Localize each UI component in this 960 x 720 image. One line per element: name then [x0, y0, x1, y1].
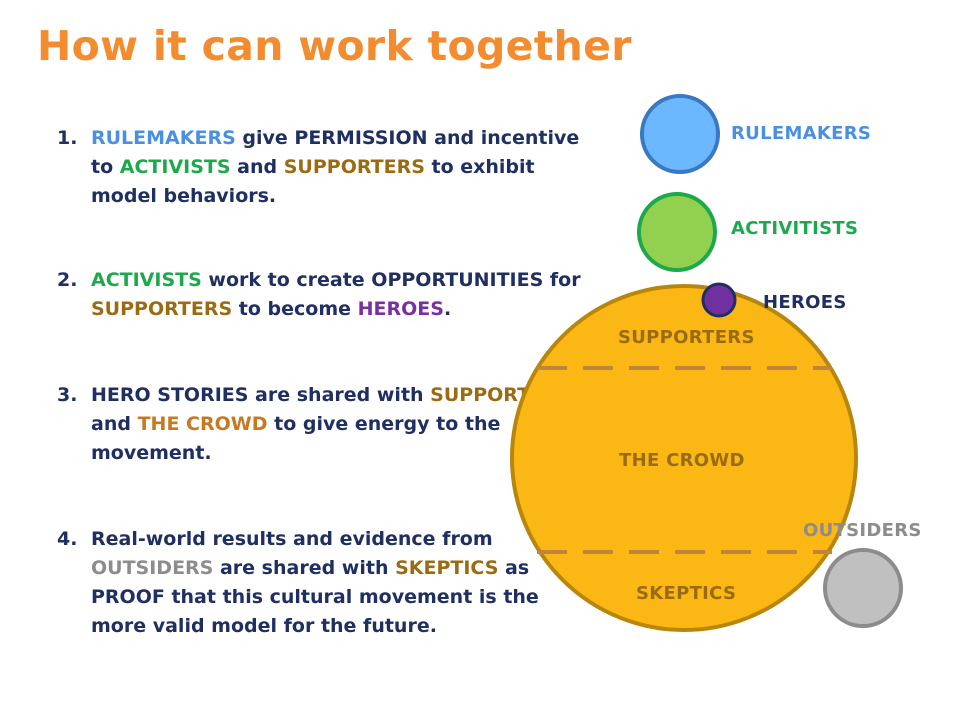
- slide-title: How it can work together: [37, 22, 632, 70]
- rulemakers-label: RULEMAKERS: [731, 123, 872, 144]
- step-text-run: work to create OPPORTUNITIES for: [201, 269, 581, 291]
- outsiders-circle: [823, 548, 903, 628]
- step-number: 1.: [57, 127, 78, 149]
- step-text-run: and: [230, 156, 284, 178]
- step-text: ACTIVISTS work to create OPPORTUNITIES f…: [91, 269, 581, 320]
- step-text-run: to give energy to the movement.: [91, 413, 501, 464]
- rulemakers-circle: [640, 94, 720, 174]
- step-2: 2. ACTIVISTS work to create OPPORTUNITIE…: [57, 266, 597, 324]
- step-text: Real-world results and evidence from OUT…: [91, 528, 539, 637]
- step-text-run: .: [443, 298, 452, 320]
- step-1: 1. RULEMAKERS give PERMISSION and incent…: [57, 124, 597, 211]
- step-number: 3.: [57, 384, 78, 406]
- step-text-run: are shared with: [213, 557, 396, 579]
- outsiders-label: OUTSIDERS: [803, 520, 922, 541]
- keyword-supporters: SUPPORTERS: [91, 298, 233, 320]
- skeptics-label: SKEPTICS: [636, 583, 737, 604]
- step-number: 4.: [57, 528, 78, 550]
- activists-label: ACTIVITISTS: [731, 218, 859, 239]
- step-text-run: as PROOF that this cultural movement is …: [91, 557, 539, 637]
- keyword-supporters: SUPPORTERS: [283, 156, 425, 178]
- keyword-rulemakers: RULEMAKERS: [91, 127, 236, 149]
- step-number: 2.: [57, 269, 78, 291]
- keyword-outsiders: OUTSIDERS: [91, 557, 214, 579]
- heroes-label: HEROES: [763, 292, 847, 313]
- crowd-label: THE CROWD: [619, 450, 745, 471]
- step-text-run: to become: [232, 298, 358, 320]
- activists-circle: [637, 192, 717, 272]
- main-circle: [510, 284, 858, 632]
- keyword-heroes: HEROES: [357, 298, 444, 320]
- step-text-run: and: [91, 413, 138, 435]
- step-text-run: give PERMISSION and incentive to: [91, 127, 580, 178]
- supporters-label: SUPPORTERS: [618, 327, 755, 348]
- keyword-activists: ACTIVISTS: [91, 269, 202, 291]
- step-text-run: Real-world results and evidence from: [91, 528, 493, 550]
- step-text-run: to exhibit model behaviors.: [91, 156, 535, 207]
- step-text: RULEMAKERS give PERMISSION and incentive…: [91, 127, 579, 207]
- keyword-crowd: THE CROWD: [137, 413, 268, 435]
- heroes-circle: [701, 282, 737, 318]
- step-text-run: HERO STORIES are shared with: [91, 384, 431, 406]
- steps-list: 1. RULEMAKERS give PERMISSION and incent…: [57, 124, 597, 641]
- step-4: 4. Real-world results and evidence from …: [57, 525, 597, 641]
- keyword-supporters: SKEPTICS: [395, 557, 499, 579]
- keyword-activists: ACTIVISTS: [119, 156, 231, 178]
